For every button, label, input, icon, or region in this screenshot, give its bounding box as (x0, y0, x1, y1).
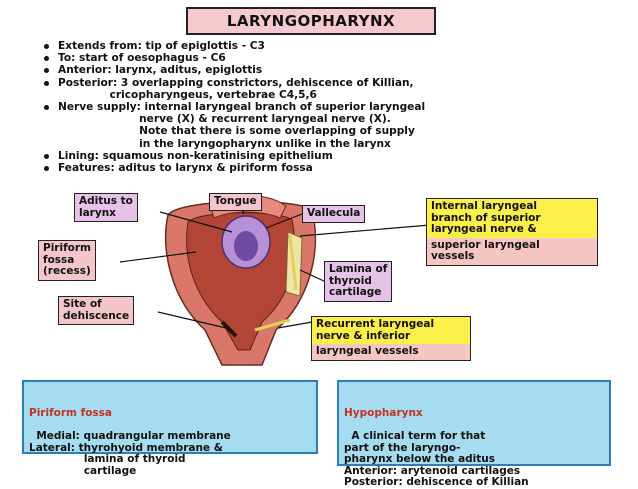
internal-nerve-label: Internal laryngeal branch of superior la… (427, 199, 597, 238)
page-title: LARYNGOPHARYNX (186, 7, 436, 35)
infobox-heading: Piriform fossa (29, 407, 112, 419)
bullet-item: Features: aditus to larynx & piriform fo… (40, 162, 425, 174)
internal-nerve-group: Internal laryngeal branch of superior la… (426, 198, 598, 266)
infobox-body: A clinical term for that part of the lar… (344, 430, 529, 488)
bullet-item: Lining: squamous non-keratinising epithe… (40, 150, 425, 162)
tongue-label: Tongue (209, 193, 262, 211)
inferior-vessels-label: laryngeal vessels (312, 344, 470, 360)
bullet-list: Extends from: tip of epiglottis - C3 To:… (40, 40, 425, 174)
aditus-label: Aditus to larynx (74, 193, 138, 222)
vallecula-label: Vallecula (302, 205, 366, 223)
bullet-item: Anterior: larynx, aditus, epiglottis (40, 64, 425, 76)
infobox-body: Medial: quadrangular membrane Lateral: t… (29, 430, 231, 477)
dehiscence-label: Site of dehiscence (58, 296, 135, 325)
bullet-item: To: start of oesophagus - C6 (40, 52, 425, 64)
bullet-item: Nerve supply: internal laryngeal branch … (40, 101, 425, 150)
piriform-fossa-label: Piriform fossa (recess) (38, 240, 96, 281)
recurrent-nerve-line (254, 318, 291, 332)
piriform-fossa-infobox: Piriform fossa Medial: quadrangular memb… (22, 380, 318, 476)
superior-vessels-label: superior laryngeal vessels (427, 237, 597, 265)
bullet-item: Extends from: tip of epiglottis - C3 (40, 40, 425, 52)
aditus-opening (234, 231, 258, 261)
recurrent-nerve-label: Recurrent laryngeal nerve & inferior (312, 317, 470, 344)
lamina-label: Lamina of thyroid cartilage (324, 261, 393, 302)
recurrent-nerve-group: Recurrent laryngeal nerve & inferior lar… (311, 316, 471, 361)
hypopharynx-infobox: Hypopharynx A clinical term for that par… (337, 380, 611, 488)
bullet-item: Posterior: 3 overlapping constrictors, d… (40, 77, 425, 101)
superior-nerve-line (288, 234, 298, 291)
dehiscence-site (220, 320, 238, 338)
infobox-heading: Hypopharynx (344, 407, 423, 419)
